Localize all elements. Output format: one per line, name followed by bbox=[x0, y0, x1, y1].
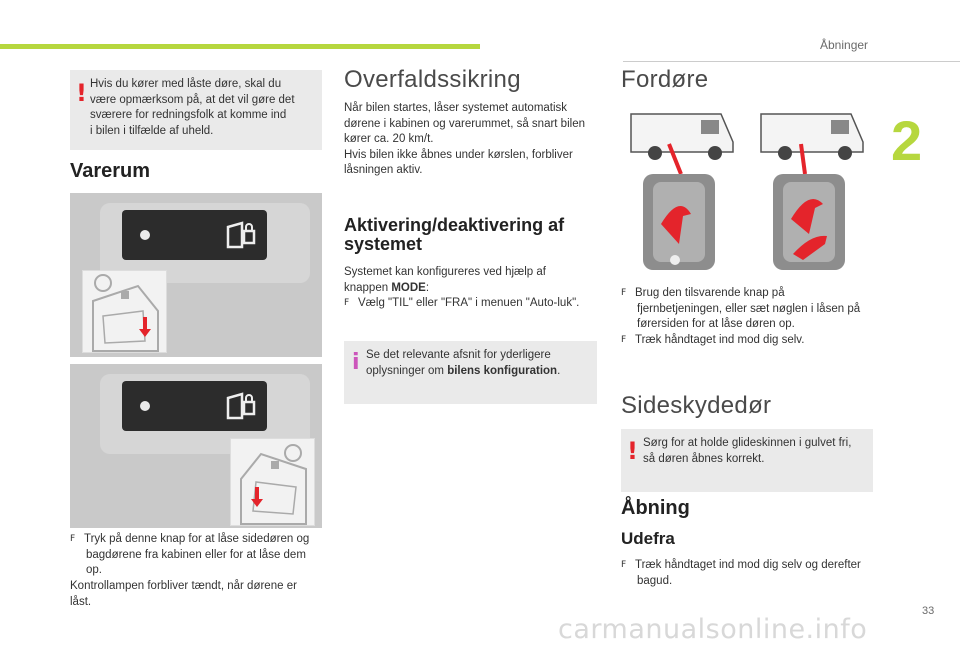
paragraph-line: dørene i kabinen og varerummet, så snart… bbox=[344, 117, 585, 130]
subheading-line: Aktivering/deaktivering af bbox=[344, 215, 565, 235]
subheading-udefra: Udefra bbox=[621, 529, 675, 548]
section-title: Åbninger bbox=[820, 38, 869, 52]
bullet-marker: F bbox=[621, 560, 627, 570]
warning-line: Sørg for at holde glideskinnen i gulvet … bbox=[643, 437, 852, 449]
paragraph-line: Hvis bilen ikke åbnes under kørslen, for… bbox=[344, 148, 573, 161]
mode-keyword: MODE bbox=[391, 281, 426, 294]
front-door-illustration bbox=[621, 104, 873, 276]
paragraph-line: kører ca. 20 km/t. bbox=[344, 133, 434, 145]
page-number: 33 bbox=[922, 605, 935, 617]
heading-abning: Åbning bbox=[621, 497, 690, 519]
lock-button-panel bbox=[122, 210, 267, 260]
warning-box: ! Sørg for at holde glideskinnen i gulve… bbox=[621, 429, 873, 492]
door-lock-icon bbox=[226, 392, 256, 420]
warning-line: være opmærksom på, at det vil gøre det bbox=[90, 93, 295, 106]
bullet-line: bagdørene fra kabinen eller for at låse … bbox=[86, 548, 306, 561]
bullet-line: Brug den tilsvarende knap på bbox=[635, 287, 785, 299]
warning-line: sværere for redningsfolk at komme ind bbox=[90, 109, 287, 121]
paragraph-line: Kontrollampen forbliver tændt, når døren… bbox=[70, 580, 297, 592]
accent-bar bbox=[0, 44, 480, 49]
bullet-item: F Tryk på denne knap for at låse sidedøre… bbox=[70, 532, 309, 579]
bullet-line: fjernbetjeningen, eller sæt nøglen i lås… bbox=[637, 302, 861, 315]
bullet-line: Træk håndtaget ind mod dig selv og deref… bbox=[635, 559, 861, 571]
paragraph-line: låsningen aktiv. bbox=[344, 164, 423, 176]
info-line: Se det relevante afsnit for yderligere bbox=[366, 349, 551, 361]
paragraph-line: Systemet kan konfigureres ved hjælp af bbox=[344, 266, 546, 278]
van-icon bbox=[760, 113, 864, 160]
lock-button-photo bbox=[70, 364, 322, 528]
info-link-text: bilens konfiguration bbox=[447, 364, 558, 377]
heading-overfaldssikring: Overfaldssikring bbox=[344, 66, 521, 93]
paragraph-line: låst. bbox=[70, 595, 92, 608]
subheading-line: systemet bbox=[344, 234, 423, 254]
bullet-line: op. bbox=[86, 564, 102, 576]
bullet-line: Træk håndtaget ind mod dig selv. bbox=[635, 333, 805, 346]
warning-line: i bilen i tilfælde af uheld. bbox=[90, 124, 214, 137]
cabin-inset bbox=[230, 438, 315, 526]
warning-icon: ! bbox=[627, 437, 638, 465]
chapter-number: 2 bbox=[891, 109, 923, 172]
indicator-led-icon bbox=[140, 230, 150, 240]
lock-button-panel bbox=[122, 381, 267, 431]
paragraph-line: Når bilen startes, låser systemet automa… bbox=[344, 102, 568, 114]
bullet-marker: F bbox=[70, 534, 76, 544]
bullet-line: bagud. bbox=[637, 574, 673, 587]
warning-line: så døren åbnes korrekt. bbox=[643, 452, 765, 465]
heading-sideskydedor: Sideskydedør bbox=[621, 392, 772, 419]
heading-varerum: Varerum bbox=[70, 160, 151, 182]
indicator-led-icon bbox=[140, 401, 150, 411]
bullet-item: F Vælg "TIL" eller "FRA" i menuen "Auto-l… bbox=[344, 296, 579, 312]
bullet-item: F Træk håndtaget ind mod dig selv og dere… bbox=[621, 558, 861, 589]
warning-line: Hvis du kører med låste døre, skal du bbox=[90, 78, 282, 90]
header-rule bbox=[623, 61, 960, 62]
bullet-marker: F bbox=[344, 298, 350, 308]
heading-fordore: Fordøre bbox=[621, 66, 709, 93]
bullet-item: F Brug den tilsvarende knap på fjernbetje… bbox=[621, 286, 860, 348]
bullet-marker: F bbox=[621, 334, 627, 345]
info-box: i Se det relevante afsnit for yderligere… bbox=[344, 341, 597, 404]
lock-button-photo bbox=[70, 193, 322, 357]
bullet-marker: F bbox=[621, 288, 627, 298]
watermark: carmanualsonline.info bbox=[558, 614, 868, 645]
warning-box: ! Hvis du kører med låste døre, skal du … bbox=[70, 70, 322, 150]
van-icon bbox=[630, 113, 734, 160]
pull-arrow-icon bbox=[661, 206, 691, 244]
bullet-line: Vælg "TIL" eller "FRA" i menuen "Auto-lu… bbox=[358, 297, 580, 309]
cabin-inset bbox=[82, 270, 167, 353]
bullet-line: førersiden for at låse døren op. bbox=[637, 318, 795, 330]
warning-icon: ! bbox=[76, 79, 87, 107]
pull-arrow-icon bbox=[793, 235, 827, 260]
bullet-line: Tryk på denne knap for at låse sidedøren… bbox=[84, 533, 310, 545]
door-lock-icon bbox=[226, 221, 256, 249]
paragraph-text: knappen bbox=[344, 281, 392, 294]
info-icon: i bbox=[352, 350, 360, 375]
pull-arrow-icon bbox=[791, 199, 823, 234]
